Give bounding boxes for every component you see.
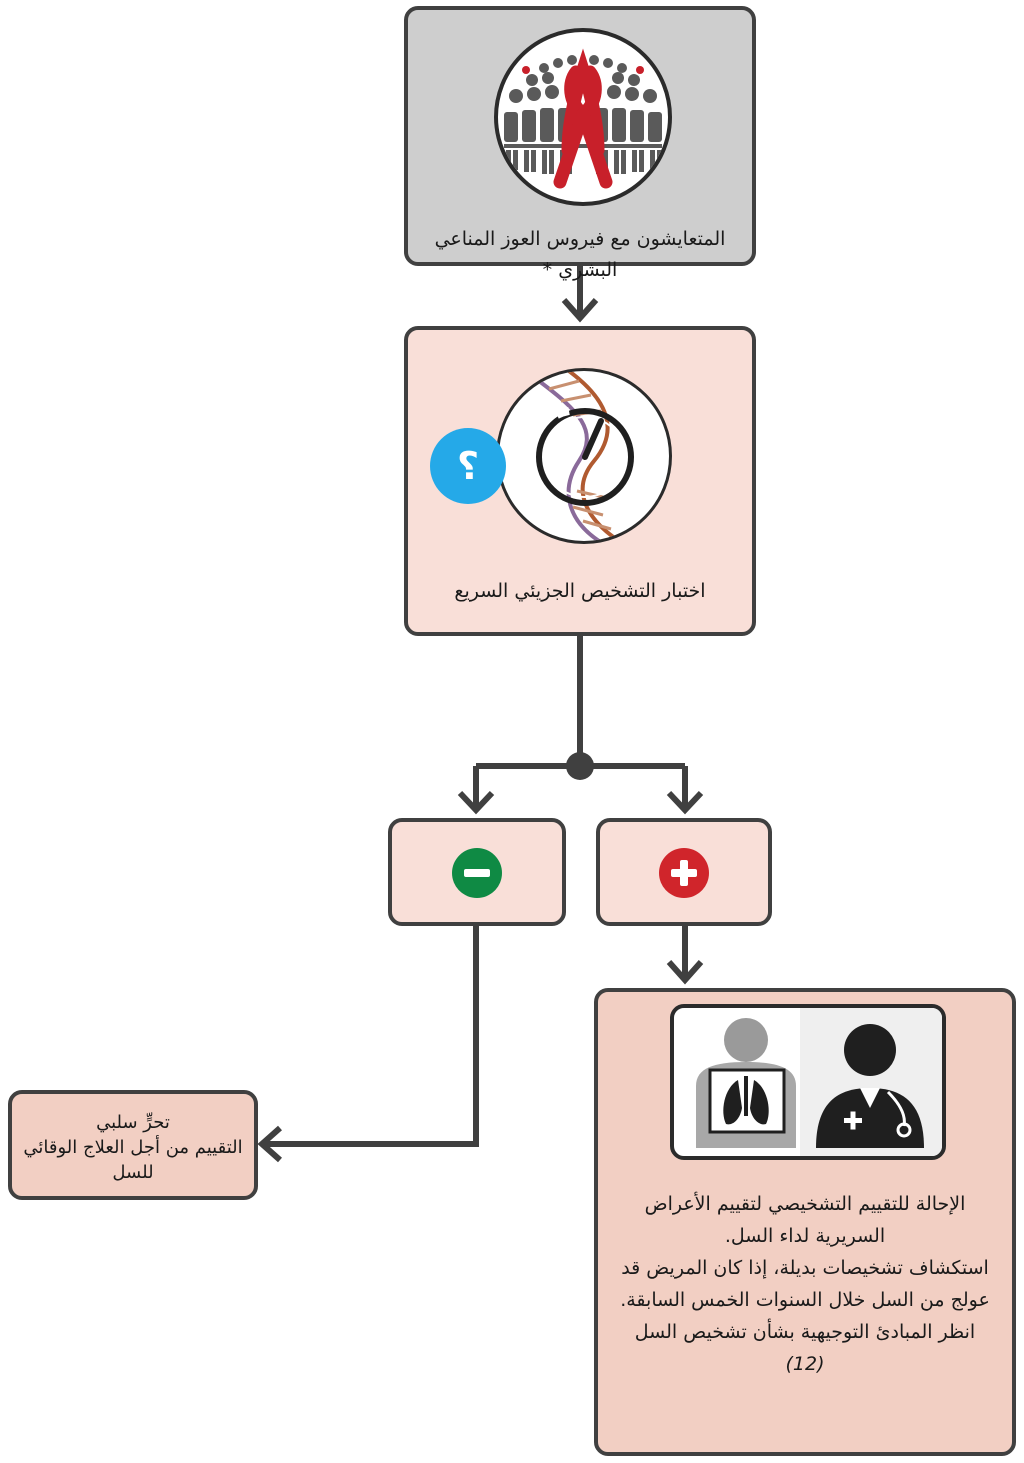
node-hiv: المتعايشون مع فيروس العوز المناعي البشري…	[404, 6, 756, 281]
positive-action-line: انظر المبادئ التوجيهية بشأن تشخيص السل	[634, 1321, 976, 1343]
connector-negative-action	[262, 926, 479, 1147]
arrowhead-test	[561, 298, 599, 323]
crowd-red-ribbon-icon	[494, 28, 672, 206]
node-positive-action-text: الإحالة للتقييم التشخيصي لتقييم الأعراض …	[598, 1188, 1012, 1380]
node-negative-action: تحرٍّ سلبي التقييم من أجل العلاج الوقائي…	[8, 1090, 258, 1200]
question-icon: ؟	[430, 428, 506, 504]
positive-action-line: (12)	[785, 1353, 825, 1375]
arrowhead-negative-action	[257, 1125, 282, 1163]
node-rapid-test-label: اختبار التشخيص الجزيئي السريع	[454, 580, 706, 602]
node-positive-action: الإحالة للتقييم التشخيصي لتقييم الأعراض …	[594, 988, 1016, 1456]
arrowhead-positive-action	[666, 960, 704, 985]
chest-xray-icon	[696, 1018, 796, 1148]
positive-action-line: عولج من السل خلال السنوات الخمس السابقة.	[620, 1289, 990, 1311]
node-positive-result: +	[596, 818, 772, 926]
referral-image-frame	[670, 1004, 946, 1160]
negative-action-line: تحرٍّ سلبي	[96, 1112, 170, 1133]
node-negative-result: −	[388, 818, 566, 926]
positive-action-line: الإحالة للتقييم التشخيصي لتقييم الأعراض	[644, 1193, 966, 1215]
negative-action-line: للسل	[112, 1162, 154, 1183]
doctor-icon	[816, 1024, 924, 1148]
positive-action-line: استكشاف تشخيصات بديلة، إذا كان المريض قد	[621, 1257, 989, 1279]
positive-action-line: السريرية لداء السل.	[724, 1225, 886, 1247]
node-rapid-test: ؟ اختبار التشخيص الجزيئي السريع	[404, 326, 756, 636]
node-hiv-label: المتعايشون مع فيروس العوز المناعي البشري…	[434, 228, 726, 281]
junction-dot	[566, 752, 594, 780]
negative-action-line: التقييم من أجل العلاج الوقائي	[23, 1137, 243, 1158]
arrowhead-negative	[457, 790, 495, 815]
node-negative-action-text: تحرٍّ سلبي التقييم من أجل العلاج الوقائي…	[12, 1110, 254, 1185]
arrowhead-positive	[666, 790, 704, 815]
dna-timer-icon	[496, 368, 672, 544]
question-badge-symbol: ؟	[456, 444, 480, 488]
minus-icon: −	[452, 848, 502, 898]
plus-icon: +	[659, 848, 709, 898]
